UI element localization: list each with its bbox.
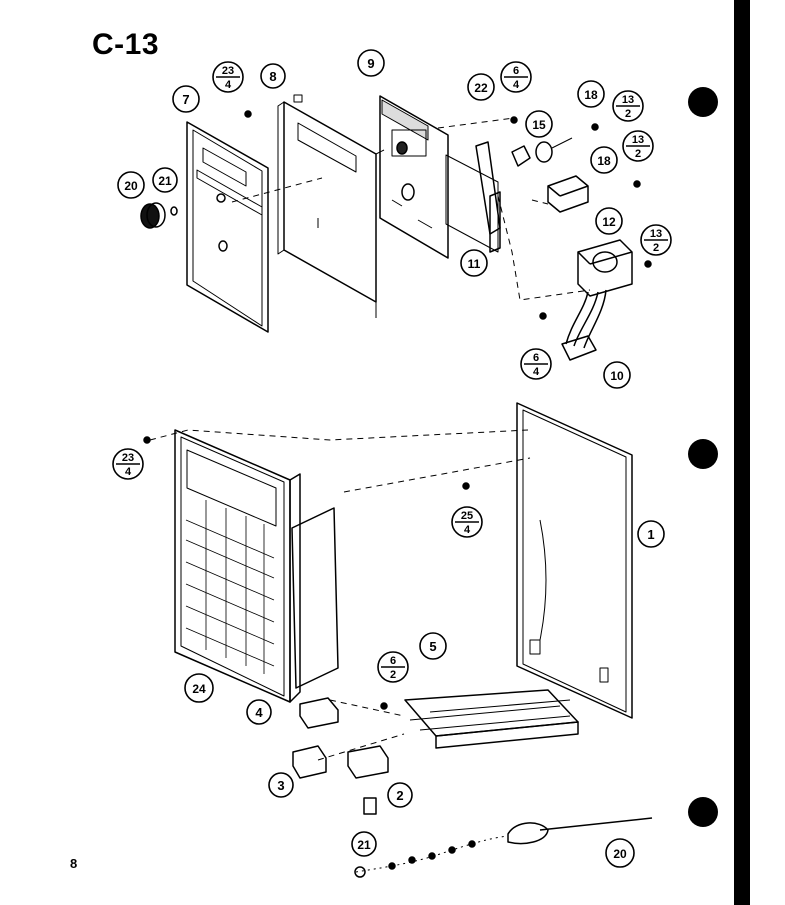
callout-11: 11 [460,249,488,277]
part-20-probe-chain [354,817,653,878]
fraction-callout-6-4-mid: 6 4 [520,348,552,380]
svg-text:4: 4 [513,79,520,91]
assembly-guide-lines [149,117,591,761]
part-18-knob [140,202,178,229]
punch-hole-bottom [688,797,718,827]
callout-4: 4 [246,699,272,725]
callout-20: 20 [605,838,635,868]
callout-12: 12 [595,207,623,235]
svg-text:11: 11 [468,257,481,271]
fraction-callout-6-2: 6 2 [377,651,409,683]
svg-text:21: 21 [357,838,371,852]
punch-hole-top [688,87,718,117]
part-22-bracket [445,141,501,253]
callout-3: 3 [268,772,294,798]
svg-text:1: 1 [647,527,654,542]
part-10-harness [561,289,607,361]
callout-21: 21 [351,831,377,857]
svg-text:5: 5 [429,639,436,654]
callout-16: 18 [590,146,618,174]
svg-text:25: 25 [461,510,473,522]
part-1-side-plate [516,402,633,719]
part-21-clip [363,797,377,815]
svg-text:6: 6 [533,352,539,364]
part-9-control-board [379,95,449,259]
callout-18a: 20 [117,171,145,199]
svg-text:4: 4 [255,705,263,720]
part-2-switch [347,745,389,779]
svg-text:24: 24 [192,682,206,696]
svg-text:2: 2 [396,788,403,803]
part-3-switch [292,745,327,779]
part-11-bracket [489,191,501,253]
svg-text:21: 21 [158,174,172,188]
screw-hardware [143,110,652,710]
callout-5: 5 [419,632,447,660]
svg-text:15: 15 [532,118,546,132]
svg-text:2: 2 [625,108,631,120]
svg-text:9: 9 [367,56,374,71]
svg-text:2: 2 [653,242,659,254]
callout-15: 18 [577,80,605,108]
svg-text:4: 4 [225,79,232,91]
part-16-relay [547,175,589,213]
part-4-switch [299,697,339,729]
fraction-callout-13-2-c: 13 2 [640,224,672,256]
svg-text:8: 8 [269,69,276,84]
page-number: 8 [70,856,78,871]
svg-text:20: 20 [613,847,627,861]
svg-text:18: 18 [584,88,598,102]
punch-hole-middle [688,439,718,469]
svg-text:3: 3 [277,778,284,793]
callout-22: 22 [467,73,495,101]
svg-text:4: 4 [464,524,471,536]
part-24-control-panel [174,429,339,703]
svg-text:12: 12 [602,215,616,229]
svg-text:4: 4 [125,466,132,478]
callout-8: 8 [260,63,286,89]
part-8-shield-plate [277,94,385,318]
part-7-front-panel [186,121,269,333]
binding-edge-bar [734,0,750,905]
callout-1: 1 [637,520,665,548]
svg-text:23: 23 [122,452,134,464]
svg-text:18: 18 [597,154,611,168]
callout-14: 15 [525,110,553,138]
svg-text:10: 10 [610,369,624,383]
svg-text:20: 20 [124,179,138,193]
fraction-callout-25-4: 25 4 [451,506,483,538]
svg-text:4: 4 [533,366,540,378]
svg-text:6: 6 [390,655,396,667]
callout-7: 7 [172,85,200,113]
diagram-title: C-13 [92,28,160,61]
svg-text:2: 2 [390,669,396,681]
svg-text:22: 22 [474,81,488,95]
callout-24: 24 [184,673,214,703]
callout-9: 9 [357,49,385,77]
svg-text:7: 7 [182,92,189,107]
svg-text:23: 23 [222,65,234,77]
svg-text:2: 2 [635,148,641,160]
callout-2: 2 [387,782,413,808]
svg-text:13: 13 [622,94,634,106]
callout-18b: 21 [152,167,178,193]
callout-10: 10 [603,361,631,389]
svg-text:6: 6 [513,65,519,77]
part-5-latch-assembly [404,689,579,749]
part-14-fuse [511,145,531,167]
part-15-switch [535,137,573,163]
fraction-callout-23-4-top: 23 4 [212,61,244,93]
fraction-callout-13-2-a: 13 2 [612,90,644,122]
svg-text:13: 13 [632,134,644,146]
fraction-callout-6-4-top: 6 4 [500,61,532,93]
fraction-callout-23-4-low: 23 4 [112,448,144,480]
part-12-transformer [577,239,633,297]
svg-text:13: 13 [650,228,662,240]
fraction-callout-13-2-b: 13 2 [622,130,654,162]
